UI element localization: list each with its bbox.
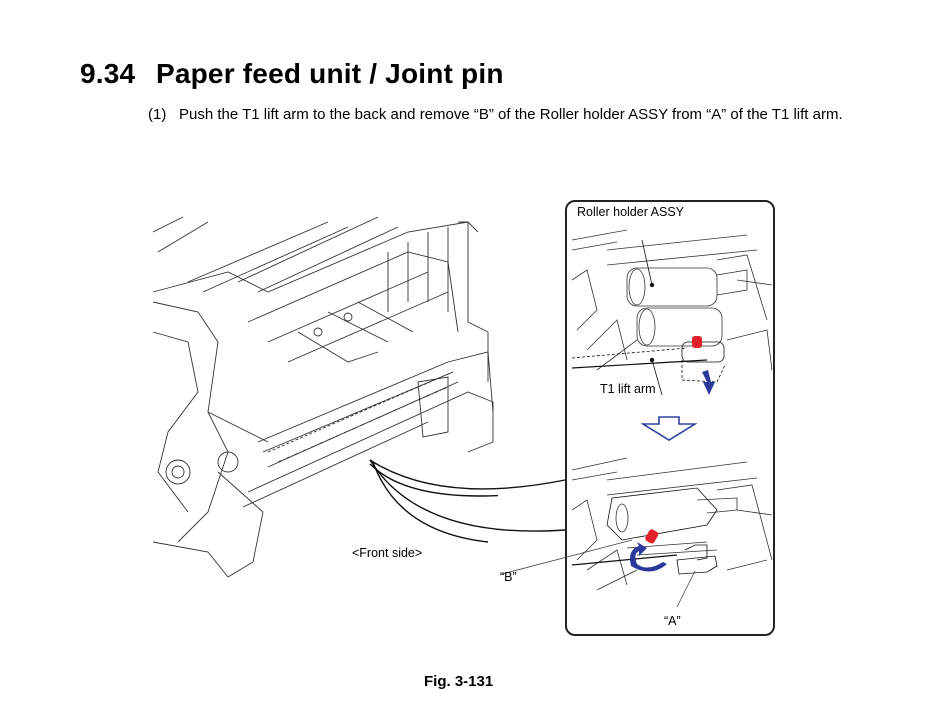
instruction-step: (1) Push the T1 lift arm to the back and… bbox=[148, 104, 848, 126]
b-leader-line bbox=[501, 539, 633, 575]
b-label: “B” bbox=[500, 570, 517, 584]
section-number: 9.34 bbox=[80, 58, 136, 89]
section-title: Paper feed unit / Joint pin bbox=[155, 58, 504, 89]
printer-illustration bbox=[152, 216, 498, 578]
figure-caption: Fig. 3-131 bbox=[424, 673, 494, 690]
t1-lift-arm-label: T1 lift arm bbox=[600, 382, 656, 396]
before-detail-illustration bbox=[571, 229, 773, 396]
a-label: “A” bbox=[664, 614, 681, 628]
after-detail-illustration bbox=[571, 457, 773, 591]
a-leader-line bbox=[676, 570, 696, 608]
step-text: Push the T1 lift arm to the back and rem… bbox=[179, 106, 843, 123]
front-side-label: <Front side> bbox=[352, 546, 423, 560]
step-index: (1) bbox=[148, 106, 167, 123]
roller-holder-label: Roller holder ASSY bbox=[577, 205, 685, 219]
detail-callout: Roller holder ASSY T1 lift arm bbox=[501, 200, 775, 636]
down-arrow-icon bbox=[641, 416, 697, 441]
callout-connector bbox=[369, 459, 566, 532]
section-heading: 9.34 Paper feed unit / Joint pin bbox=[80, 58, 504, 90]
